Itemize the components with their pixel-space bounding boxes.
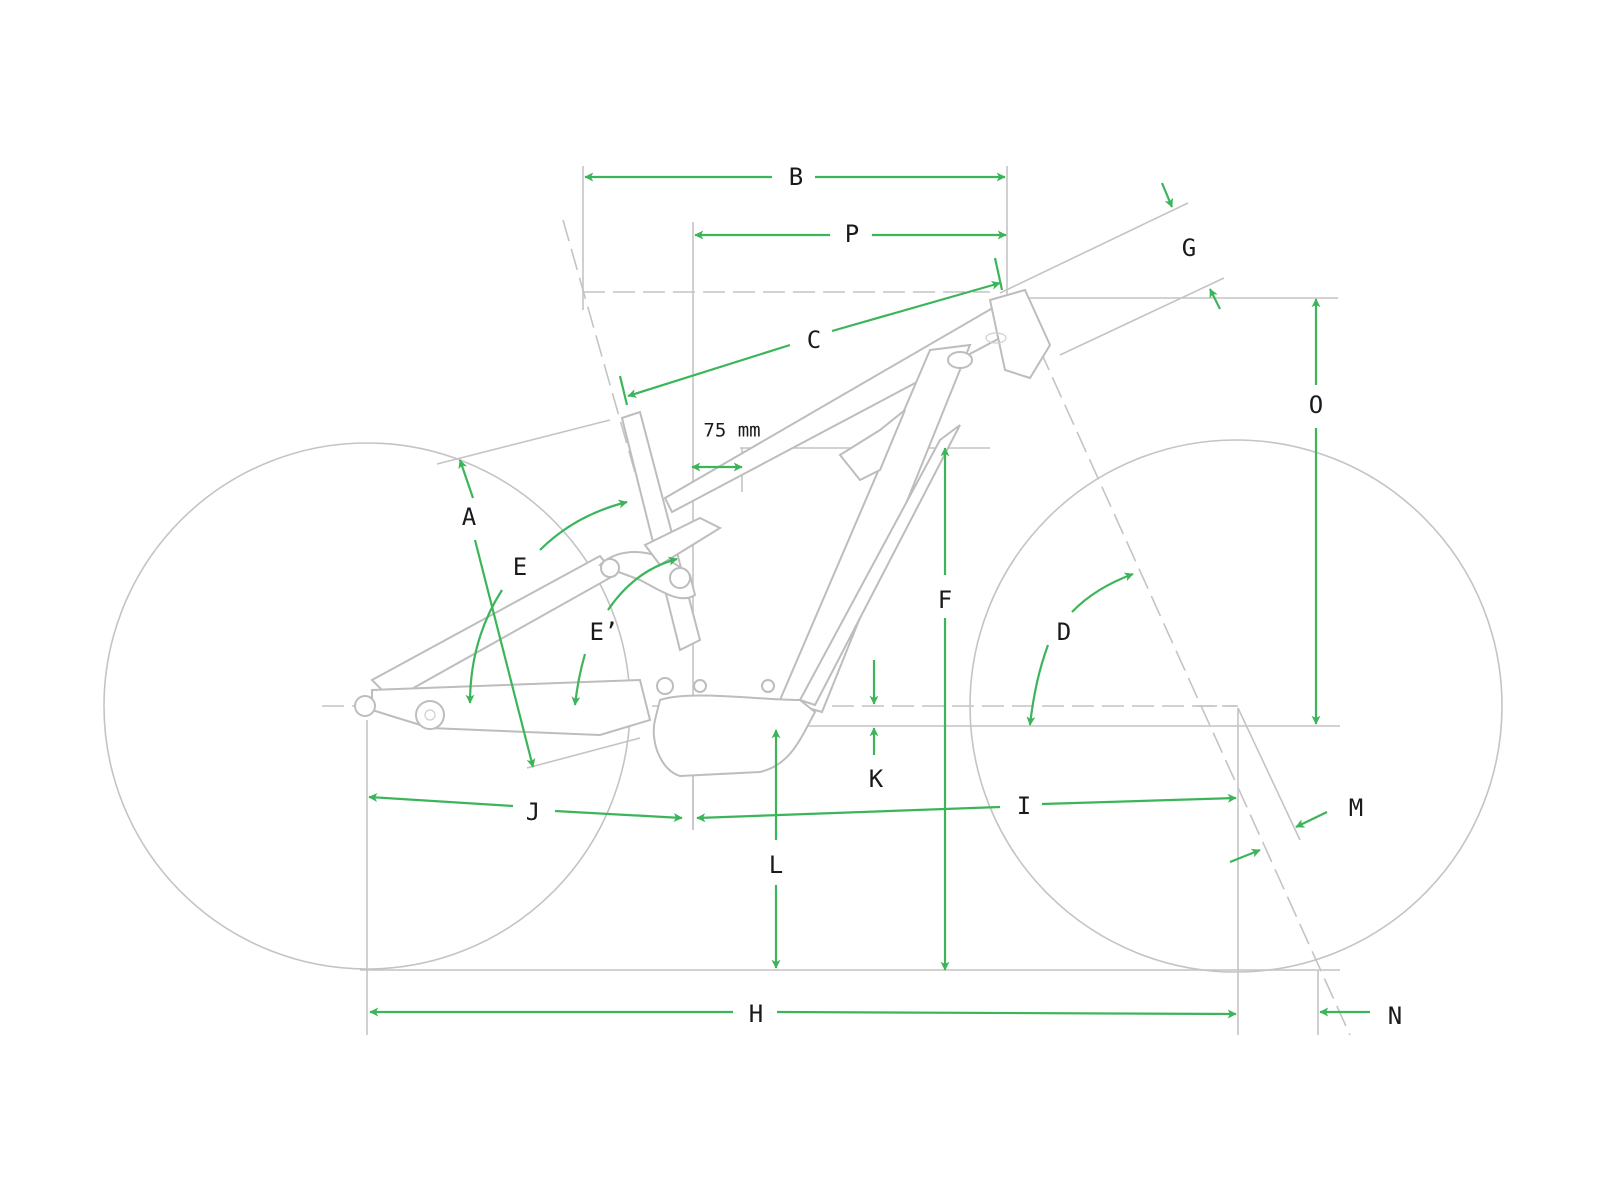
label-m: M bbox=[1348, 794, 1364, 822]
label-c: C bbox=[806, 326, 822, 354]
label-l: L bbox=[768, 851, 784, 879]
label-n: N bbox=[1387, 1002, 1403, 1030]
label-d: D bbox=[1056, 618, 1072, 646]
label-e: E bbox=[512, 553, 528, 581]
label-a: A bbox=[461, 503, 477, 531]
label-h: H bbox=[748, 1000, 764, 1028]
label-j: J bbox=[525, 798, 541, 826]
label-b: B bbox=[788, 163, 804, 191]
construction-lines bbox=[322, 166, 1351, 1036]
label-f: F bbox=[937, 586, 953, 614]
label-o: O bbox=[1308, 391, 1324, 419]
label-e-prime: E’ bbox=[589, 618, 619, 646]
label-k: K bbox=[868, 765, 884, 793]
label-75mm: 75 mm bbox=[703, 419, 761, 442]
label-g: G bbox=[1181, 234, 1197, 262]
label-p: P bbox=[844, 220, 860, 248]
dimension-arrows bbox=[368, 172, 1370, 1019]
bike-frame bbox=[354, 288, 1052, 778]
label-i: I bbox=[1016, 792, 1032, 820]
